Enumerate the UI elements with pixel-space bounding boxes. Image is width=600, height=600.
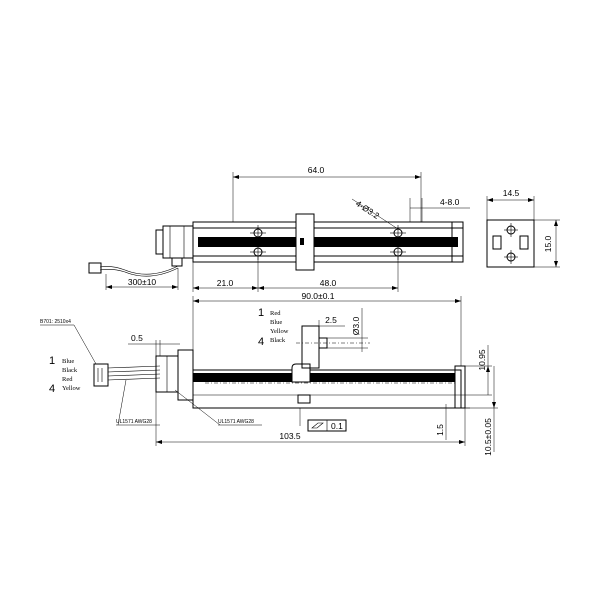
hole-leader	[351, 198, 399, 230]
dim-rod-dia-label: Ø3.0	[351, 317, 361, 336]
front-slider-foot	[297, 394, 311, 404]
motor-pin-last: 4	[258, 336, 264, 348]
top-cable	[99, 265, 179, 275]
connector-wire-1: Blue	[62, 358, 74, 365]
top-lead-screw	[198, 237, 458, 247]
top-view: 64.0 4-Ø3.2 4-8.0 300±10 21.0 48.0	[88, 165, 470, 292]
connector-pin-first: 1	[49, 355, 55, 367]
dim-rod-offset-label: 2.5	[325, 315, 337, 325]
cable-label-left: UL1571 AWG28	[116, 419, 152, 425]
motor-wire-1: Red	[270, 310, 281, 317]
front-wires	[107, 365, 161, 381]
dim-overall-label: 103.5	[279, 431, 301, 441]
end-view-slot-right	[519, 235, 529, 250]
front-connector	[93, 363, 109, 387]
motor-wire-4: Black	[270, 337, 286, 344]
motor-pin-first: 1	[258, 307, 264, 319]
connector-label: B701: 2510x4	[40, 319, 71, 325]
top-motor-body	[162, 225, 194, 259]
top-motor-terminal	[171, 257, 183, 267]
cable-label-right: UL1571 AWG28	[218, 419, 254, 425]
dim-lead-label: 0.5	[131, 333, 143, 343]
top-slider-nut	[300, 238, 304, 245]
connector-pin-last: 4	[49, 383, 55, 395]
top-connector	[88, 262, 102, 274]
dim-cable-label: 300±10	[128, 277, 157, 287]
dim-width-label: 14.5	[503, 188, 520, 198]
top-end-block	[451, 221, 464, 263]
flatness-label: 0.1	[331, 421, 343, 431]
end-view: 14.5 15.0	[486, 188, 560, 268]
dim-base-label: 1.5	[435, 424, 445, 436]
end-view-slot-left	[492, 235, 502, 250]
end-view-outline	[486, 219, 535, 268]
motor-wire-2: Blue	[270, 319, 282, 326]
dim-length-label: 64.0	[308, 165, 325, 175]
dim-hole-label: 4-Ø3.2	[354, 198, 381, 221]
dim-height1-label: 10.95	[477, 349, 487, 371]
front-end-block	[454, 365, 466, 409]
front-rod-bracket	[301, 325, 320, 369]
motor-wire-3: Yellow	[270, 328, 289, 335]
dim-height-label: 15.0	[543, 235, 553, 252]
front-lead-screw	[193, 373, 455, 382]
dim-spacing-label: 4-8.0	[440, 197, 460, 207]
connector-wire-3: Red	[62, 376, 73, 383]
dim-offset-label: 21.0	[217, 278, 234, 288]
connector-wire-4: Yellow	[62, 385, 81, 392]
front-slider	[291, 363, 311, 383]
front-motor-flange	[177, 349, 194, 401]
top-slider	[295, 213, 315, 271]
top-mounting-holes	[250, 225, 406, 260]
top-motor-cap	[155, 229, 164, 255]
dim-pitch-label: 48.0	[320, 278, 337, 288]
dim-total-label: 90.0±0.1	[301, 291, 334, 301]
front-view: B701: 2510x4 1 Blue Black Red 4 Yellow 1…	[40, 291, 498, 456]
connector-wire-2: Black	[62, 367, 78, 374]
flatness-icon	[311, 422, 324, 429]
dim-height2-label: 10.5±0.05	[483, 418, 493, 456]
